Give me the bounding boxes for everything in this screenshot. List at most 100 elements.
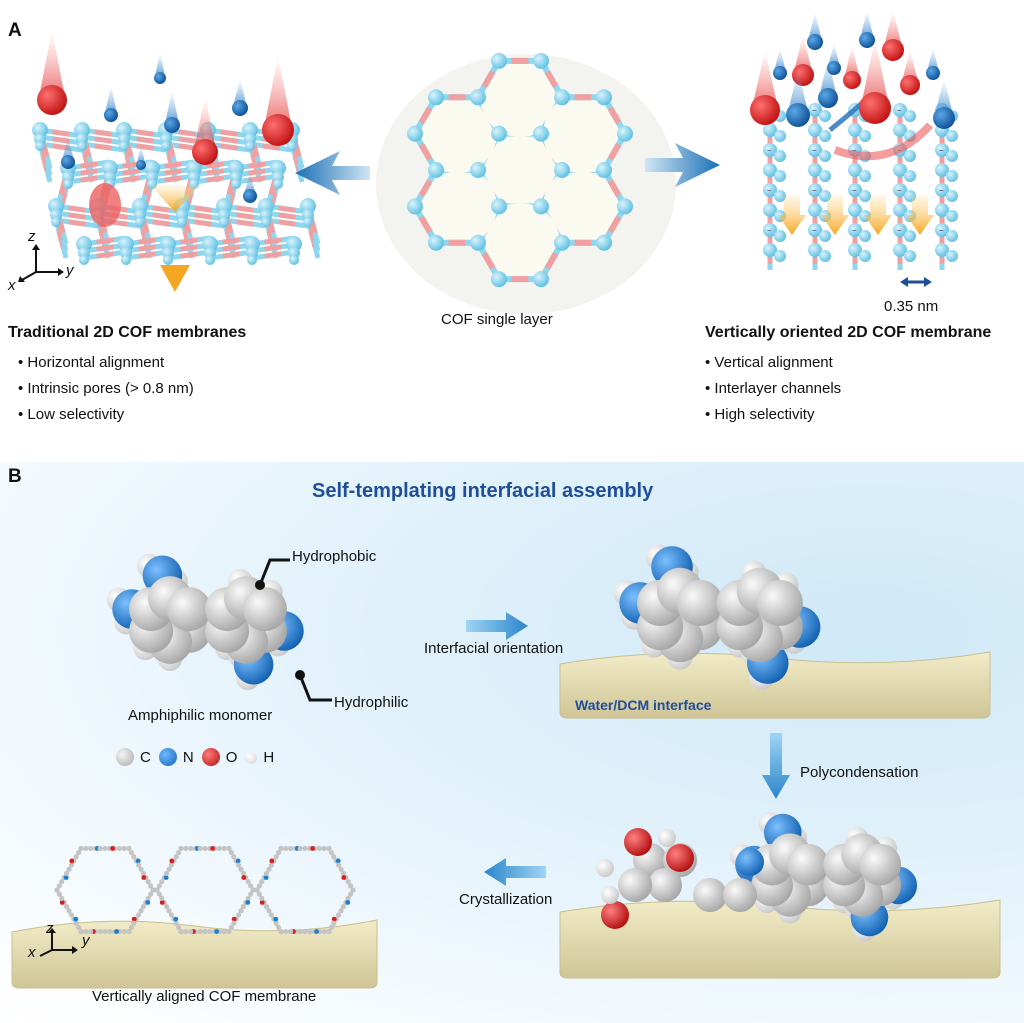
membrane-atom xyxy=(76,924,82,931)
membrane-atom xyxy=(176,924,182,931)
cof-node xyxy=(76,236,92,252)
cof-linker-core xyxy=(222,237,240,245)
cof-linker-core xyxy=(80,168,98,176)
membrane-atom xyxy=(148,891,154,897)
cof-node xyxy=(893,103,907,117)
large-ion xyxy=(859,92,891,124)
cof-node xyxy=(119,141,129,151)
membrane-o-atom xyxy=(331,916,337,922)
cof-node xyxy=(859,250,871,262)
negative-charge: − xyxy=(939,146,944,155)
carbon-atom xyxy=(756,579,803,627)
cof-node xyxy=(533,271,549,288)
membrane-atom xyxy=(140,870,146,876)
cof-linker-core xyxy=(481,70,496,88)
vertically-aligned-membrane-illustration xyxy=(11,845,378,989)
oxygen-atom xyxy=(666,844,694,872)
membrane-atom xyxy=(259,895,265,901)
bullet-item: • Horizontal alignment xyxy=(18,354,165,371)
negative-charge: − xyxy=(897,186,902,195)
vertical-cof-illustration: −−−−−−−−−−−−−−−−−−−− xyxy=(750,10,958,287)
cof-node xyxy=(102,160,118,176)
cof-node xyxy=(774,150,786,162)
membrane-atom xyxy=(338,908,344,914)
cof-linker-core xyxy=(52,136,70,144)
cof-node xyxy=(819,130,831,142)
final-axis-y-label: y xyxy=(82,932,90,949)
nitrogen-atom xyxy=(736,848,764,876)
cof-node xyxy=(74,122,90,138)
cof-node xyxy=(63,179,73,189)
membrane-atom xyxy=(338,866,344,872)
permeation-arrow xyxy=(906,195,934,235)
cof-node xyxy=(859,170,871,182)
membrane-atom xyxy=(178,928,184,935)
cof-node xyxy=(32,122,48,138)
small-ion xyxy=(243,189,257,203)
cof-node xyxy=(774,250,786,262)
membrane-atom xyxy=(83,928,89,935)
oriented-monomer-illustration xyxy=(559,544,991,719)
cof-node xyxy=(470,162,486,178)
negative-charge: − xyxy=(767,146,772,155)
cof-linker-core xyxy=(194,205,212,213)
membrane-o-atom xyxy=(141,875,147,880)
cof-linker-core xyxy=(180,244,198,252)
negative-charge: − xyxy=(939,186,944,195)
membrane-atom xyxy=(340,904,346,910)
cof-linker-core xyxy=(152,219,170,227)
cof-node xyxy=(946,210,958,222)
nitrogen-atom-icon xyxy=(158,748,177,766)
cof-linker-core xyxy=(607,179,622,197)
membrane-o-atom xyxy=(110,846,115,851)
cof-node xyxy=(132,198,148,214)
panel-a-label: A xyxy=(8,20,22,41)
membrane-atom xyxy=(173,920,179,926)
ion-trail xyxy=(843,45,861,80)
membrane-n-atom xyxy=(145,900,151,905)
ion-trail xyxy=(807,12,823,42)
cof-node xyxy=(596,162,612,178)
axes-icon xyxy=(18,244,64,282)
cof-node xyxy=(763,143,777,157)
membrane-atom xyxy=(316,845,322,852)
cof-linker-core xyxy=(236,219,254,227)
membrane-atom xyxy=(345,879,351,885)
cof-linker-core xyxy=(222,244,240,252)
cof-linker-core xyxy=(264,251,282,259)
membrane-atom xyxy=(345,895,351,901)
cof-node xyxy=(35,141,45,151)
membrane-atom xyxy=(138,908,144,914)
cof-node xyxy=(859,130,871,142)
cof-node xyxy=(848,223,862,237)
carbon-atom xyxy=(859,843,902,886)
cof-node xyxy=(946,230,958,242)
carbon-atom xyxy=(723,878,757,912)
small-ion xyxy=(61,155,75,169)
cof-node xyxy=(160,236,176,252)
membrane-o-atom xyxy=(169,858,175,864)
membrane-atom xyxy=(256,883,262,889)
cof-linker-core xyxy=(236,212,254,220)
cof-linker-core xyxy=(248,161,266,169)
membrane-n-atom xyxy=(163,875,169,880)
cof-node xyxy=(286,236,302,252)
small-ion xyxy=(164,117,180,133)
cof-node xyxy=(533,52,549,69)
membrane-atom xyxy=(156,883,162,889)
cof-node xyxy=(935,143,949,157)
ion-trail xyxy=(934,78,954,118)
cof-node xyxy=(946,190,958,202)
legend-item-oxygen: O xyxy=(201,748,237,766)
cof-linker-core xyxy=(178,136,196,144)
ion-trail xyxy=(263,55,293,130)
membrane-atom xyxy=(156,891,162,897)
cof-linker-core xyxy=(206,168,224,176)
membrane-atom xyxy=(73,920,79,926)
cof-linker-core xyxy=(96,244,114,252)
ion-trail xyxy=(61,136,75,162)
membrane-atom xyxy=(64,870,70,876)
cof-linker-core xyxy=(262,143,280,151)
membrane-atom xyxy=(278,845,284,852)
cof-node xyxy=(163,255,173,265)
